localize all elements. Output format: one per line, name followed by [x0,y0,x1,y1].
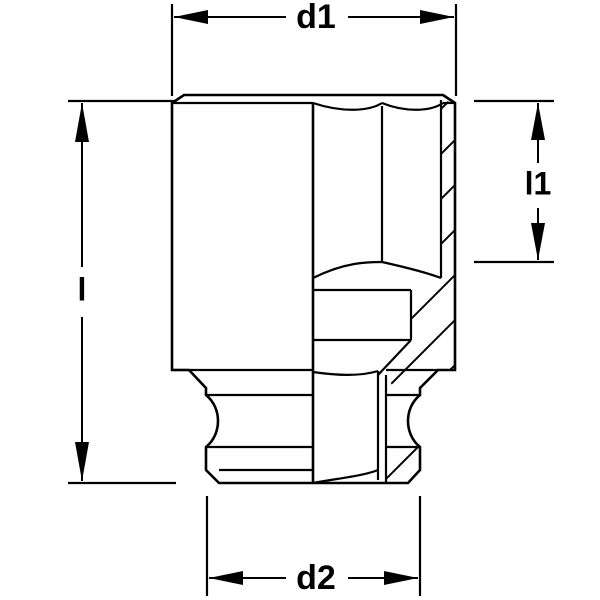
dimension-l1-arrow-down-icon [531,223,545,260]
square-drive-bore [311,339,412,485]
dimension-l-arrow-down-icon [75,442,89,481]
dimension-l1-arrow-up-icon [531,103,545,140]
dimension-l: l [68,99,176,485]
hex-socket-interior [311,100,443,290]
dimension-l1: l1 [474,99,554,264]
dimension-d2-arrow-right-icon [384,571,418,585]
internal-bore-step [311,288,413,372]
hatch-group-upper [386,100,455,405]
dimension-d1-arrow-right-icon [420,10,454,24]
external-groove-detail [172,368,438,472]
socket-body-outline [170,93,457,485]
dimension-d2-label: d2 [296,559,336,597]
dimension-d2-arrow-left-icon [209,571,243,585]
drive-bore-lead-arc [312,369,379,376]
hex-bottom-arc-right [381,260,442,280]
dimension-d2: d2 [205,496,422,597]
dimension-d1: d1 [170,0,458,96]
drive-bore-bottom-arc [312,468,379,485]
dimension-l-label: l [78,271,87,307]
hex-bottom-arc-left [312,260,383,279]
drive-bore-taper [377,339,412,376]
section-hatching [386,100,455,483]
dimension-d1-label: d1 [296,0,336,36]
top-right-chamfer [442,94,456,104]
dimension-d1-arrow-left-icon [174,10,208,24]
socket-top-rim [172,101,455,111]
top-right-chamfer-line [442,94,456,104]
dimension-l-arrow-up-icon [75,103,89,142]
dimension-l1-label: l1 [525,165,552,201]
